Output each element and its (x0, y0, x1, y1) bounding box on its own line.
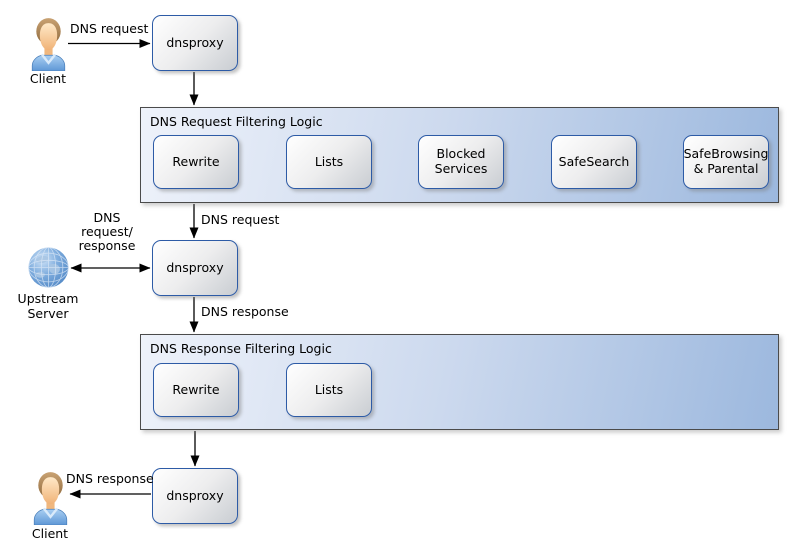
client-top-label: Client (29, 71, 67, 86)
node-req-blocked-services-label: Blocked Services (434, 146, 488, 176)
node-resp-rewrite-label: Rewrite (172, 381, 220, 397)
node-req-safesearch: SafeSearch (551, 135, 637, 189)
edge-label-proxy-to-response-pipeline: DNS response (201, 304, 289, 319)
node-dnsproxy-bottom: dnsproxy (152, 468, 238, 524)
node-dnsproxy-bottom-label: dnsproxy (166, 487, 224, 503)
node-req-lists: Lists (286, 135, 372, 189)
node-resp-lists: Lists (286, 363, 372, 417)
node-dnsproxy-mid-label: dnsproxy (166, 259, 224, 275)
client-bottom-icon (33, 472, 68, 525)
node-dnsproxy-top: dnsproxy (152, 15, 238, 71)
node-dnsproxy-top-label: dnsproxy (166, 34, 224, 50)
edge-label-proxy-to-request-pipeline: DNS request (201, 212, 280, 227)
response-pipeline-title: DNS Response Filtering Logic (150, 341, 332, 356)
client-icon (31, 18, 66, 71)
node-req-safesearch-label: SafeSearch (558, 153, 630, 169)
node-req-rewrite: Rewrite (153, 135, 239, 189)
edge-label-client-to-proxy: DNS request (70, 21, 149, 36)
node-req-safebrowsing-label: SafeBrowsing & Parental (683, 146, 769, 176)
request-pipeline-title: DNS Request Filtering Logic (150, 114, 323, 129)
upstream-server-icon (28, 247, 69, 288)
node-resp-rewrite: Rewrite (153, 363, 239, 417)
node-req-blocked-services: Blocked Services (418, 135, 504, 189)
client-bottom-label: Client (31, 526, 69, 541)
edge-label-proxy-to-client: DNS response (66, 471, 154, 486)
node-req-rewrite-label: Rewrite (172, 153, 220, 169)
request-pipeline-container: DNS Request Filtering Logic Rewrite List… (140, 107, 779, 203)
response-pipeline-container: DNS Response Filtering Logic Rewrite Lis… (140, 334, 779, 430)
upstream-server-label: Upstream Server (17, 291, 79, 321)
node-req-safebrowsing: SafeBrowsing & Parental (683, 135, 769, 189)
node-resp-lists-label: Lists (314, 381, 344, 397)
node-dnsproxy-mid: dnsproxy (152, 240, 238, 296)
edge-label-upstream-exchange: DNS request/ response (78, 210, 136, 253)
node-req-lists-label: Lists (314, 153, 344, 169)
